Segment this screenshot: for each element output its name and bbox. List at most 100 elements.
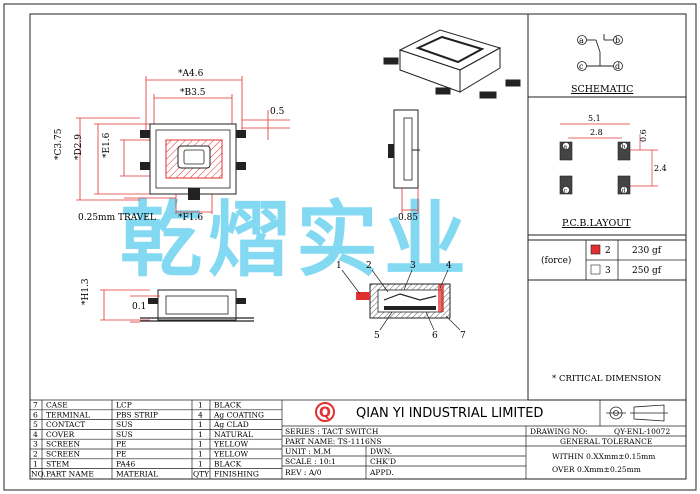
bom-header-no: NO. [31,470,46,479]
projection-symbol-icon [606,404,668,422]
callout-2: 2 [366,261,372,271]
bom-cell-finishing: BLACK [214,401,242,410]
bom-row: 2 SCREEN PE 1 YELLOW [33,450,249,459]
callout-6: 6 [432,331,438,341]
series-label: SERIES : TACT SWITCH [285,427,379,436]
callout-1: 1 [336,261,342,271]
bom-cell-no: 7 [33,401,38,410]
callout-3: 3 [410,261,416,271]
force-row-2-swatch [590,264,601,275]
bom-header-material: MATERIAL [116,470,158,479]
tolerance-within: WITHIN 0.XXmm±0.15mm [552,452,655,461]
bom-cell-material: PBS STRIP [116,410,158,419]
schematic-pin-c: c [579,62,584,71]
dim-0-1: 0.1 [132,302,146,312]
bom-row: 4 COVER SUS 1 NATURAL [33,430,253,439]
bom-cell-finishing: YELLOW [213,440,249,449]
bom-rows: 7 CASE LCP 1 BLACK 6 TERMINAL PBS STRIP … [31,401,264,479]
bom-cell-qty: 1 [198,430,203,439]
bom-cell-material: PA46 [116,459,136,468]
general-tolerance-label: GENERAL TOLERANCE [560,437,652,446]
company-logo [315,402,335,422]
callout-7: 7 [460,331,466,341]
inner-border [29,13,687,480]
bom-cell-qty: 1 [198,450,203,459]
front-view: *H1.3 0.1 [81,278,254,323]
chkd-label: CHK'D [370,457,396,466]
drawing-no-label: DRAWING NO: [530,427,588,436]
bom-header-finishing: FINISHING [214,470,259,479]
bom-cell-part: TERMINAL [46,410,90,419]
dim-travel: 0.25mm TRAVEL [78,213,156,223]
bom-cell-finishing: NATURAL [214,430,253,439]
dim-e: *E1.6 [102,132,112,158]
force-row-2-num: 3 [605,266,611,276]
bom-header-qty: QTY [193,470,210,479]
bom-cell-finishing: Ag COATING [213,410,264,419]
schematic-pin-a: a [579,36,584,45]
schematic-title: SCHEMATIC [571,84,633,95]
bom-cell-qty: 1 [198,420,203,429]
bom-cell-no: 6 [33,410,38,419]
bom-row: 7 CASE LCP 1 BLACK [33,401,242,410]
right-panel [527,14,686,401]
force-row-1-value: 230 gf [632,246,662,256]
bom-cell-no: 1 [33,459,38,468]
bom-cell-material: SUS [116,430,133,439]
dim-h: *H1.3 [81,278,91,305]
bom-cell-part: CASE [46,401,68,410]
bom-cell-material: PE [116,440,127,449]
force-label: (force) [541,255,571,266]
pcb-pin-c: c [564,188,568,195]
side-view: 0.85 [388,109,420,223]
bom-cell-finishing: BLACK [214,459,242,468]
bom-header-part: PART NAME [46,470,94,479]
bom-cell-no: 2 [33,450,38,459]
force-row-1-swatch [590,244,601,255]
pcb-dim-w: 5.1 [588,114,601,123]
pcb-layout: 5.1 2.8 0.6 2.4 a b c d P.C.B.LAYOUT [559,114,667,229]
dim-b: *B3.5 [180,88,206,98]
appd-label: APPD. [369,468,394,477]
pcb-dim-h: 2.4 [654,164,667,173]
dim-f: *F1.6 [178,213,203,223]
unit-label: UNIT : M.M [285,447,331,456]
drawing-no-value: QY-ENL-10072 [614,427,670,436]
pcb-pin-b: b [622,144,626,151]
bom-cell-qty: 4 [198,410,203,419]
bom-cell-qty: 1 [198,459,203,468]
bom-cell-part: SCREEN [46,440,80,449]
dim-0-5: 0.5 [270,107,285,117]
scale-label: SCALE : 10:1 [285,457,336,466]
pcb-title: P.C.B.LAYOUT [562,218,631,229]
top-view: *A4.6 *B3.5 *C3.75 *D2.9 *E1.6 0.5 *F1.6… [54,69,290,223]
bom-cell-qty: 1 [198,440,203,449]
pcb-dim-right: 0.6 [639,129,648,142]
watermark-text: 乾熠实业 [120,193,472,288]
force-row-1-num: 2 [605,246,611,256]
bom-cell-part: CONTACT [46,420,85,429]
bom-cell-finishing: YELLOW [213,450,249,459]
bom-cell-part: COVER [46,430,75,439]
part-number-label: PART NAME: TS-1116NS [285,437,381,446]
bom-cell-finishing: Ag CLAD [213,420,249,429]
title-block [282,400,686,479]
schematic-pin-b: b [615,36,620,45]
bom-cell-no: 3 [33,440,38,449]
bom-cell-qty: 1 [198,401,203,410]
critical-note: * CRITICAL DIMENSION [552,374,662,384]
tolerance-over: OVER 0.Xmm±0.25mm [552,465,641,474]
dim-c: *C3.75 [54,128,64,160]
callout-5: 5 [374,331,380,341]
bom-header-row: NO. PART NAME MATERIAL QTY FINISHING [31,470,259,479]
pcb-pin-a: a [564,144,568,151]
dim-0-85: 0.85 [398,213,418,223]
pcb-dim-inner: 2.8 [590,128,603,137]
schematic: a b c d SCHEMATIC [571,34,633,95]
dwn-label: DWN. [370,447,392,456]
isometric-view [383,29,521,99]
bom-table [30,399,686,479]
bom-row: 3 SCREEN PE 1 YELLOW [33,440,249,449]
bom-cell-no: 4 [33,430,38,439]
